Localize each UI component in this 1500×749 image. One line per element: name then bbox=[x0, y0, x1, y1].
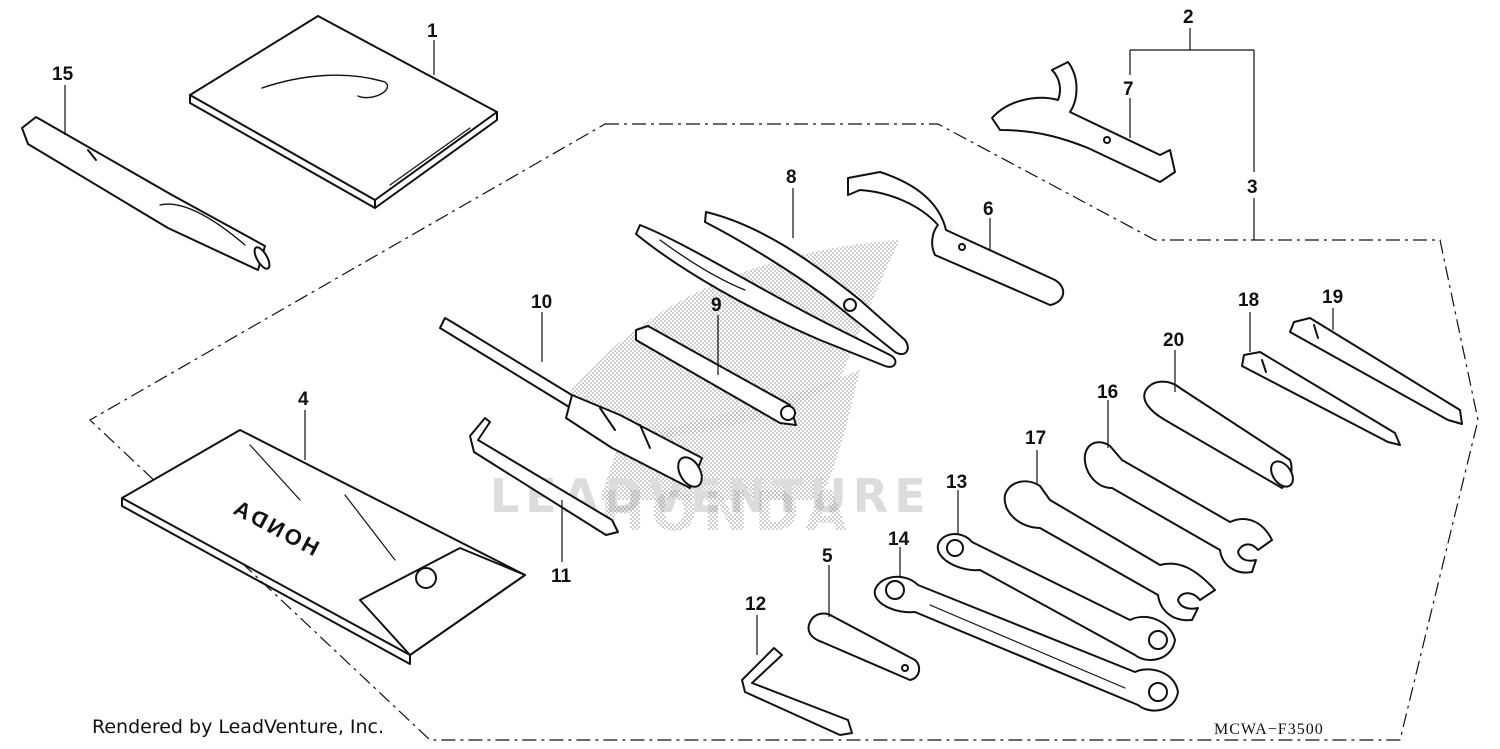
callout-5: 5 bbox=[822, 546, 833, 567]
callout-10: 10 bbox=[531, 292, 552, 313]
callout-9: 9 bbox=[711, 295, 722, 316]
callout-20: 20 bbox=[1163, 330, 1184, 351]
callout-15: 15 bbox=[52, 64, 74, 85]
part-16-open-wrench[interactable] bbox=[1083, 441, 1273, 574]
callout-16: 16 bbox=[1097, 382, 1118, 403]
part-18-screwdriver-bit[interactable] bbox=[1241, 351, 1401, 446]
part-5-feeler-gauge[interactable] bbox=[807, 612, 921, 681]
part-4-tool-pouch[interactable]: HONDA bbox=[121, 429, 526, 665]
part-12-hex-key[interactable] bbox=[741, 647, 853, 736]
part-11-hex-key[interactable] bbox=[469, 417, 619, 536]
leader-2-bracket bbox=[1129, 28, 1255, 172]
callout-19: 19 bbox=[1322, 287, 1343, 308]
part-1-manual-bag[interactable] bbox=[189, 15, 498, 209]
callout-2: 2 bbox=[1183, 7, 1194, 28]
diagram-code: MCWA−F3500 bbox=[1214, 721, 1324, 738]
part-10-plug-wrench[interactable] bbox=[439, 317, 707, 491]
part-17-open-wrench[interactable] bbox=[1003, 480, 1216, 622]
part-15-handle-bar[interactable] bbox=[21, 116, 272, 271]
part-6-hook-spanner[interactable] bbox=[847, 171, 1065, 306]
callout-3: 3 bbox=[1247, 177, 1258, 198]
callout-13: 13 bbox=[946, 472, 967, 493]
part-13-ring-wrench[interactable] bbox=[936, 533, 1176, 661]
callout-14: 14 bbox=[888, 529, 910, 550]
callout-18: 18 bbox=[1238, 290, 1259, 311]
callout-17: 17 bbox=[1025, 428, 1046, 449]
callout-12: 12 bbox=[745, 594, 766, 615]
part-14-ring-wrench[interactable] bbox=[873, 575, 1179, 712]
watermark-brand: HONDA bbox=[600, 480, 853, 543]
callout-4: 4 bbox=[298, 389, 309, 410]
part-7-pin-spanner[interactable] bbox=[991, 61, 1176, 183]
callout-7: 7 bbox=[1123, 79, 1134, 100]
part-19-screwdriver-bit[interactable] bbox=[1289, 317, 1463, 425]
part-20-screwdriver-handle[interactable] bbox=[1143, 380, 1297, 491]
part-9-extension[interactable] bbox=[635, 325, 797, 426]
footer-credit: Rendered by LeadVenture, Inc. bbox=[92, 716, 385, 738]
callout-1: 1 bbox=[427, 21, 438, 42]
callout-11: 11 bbox=[551, 566, 572, 587]
part-8-pliers[interactable] bbox=[635, 211, 909, 368]
callout-6: 6 bbox=[983, 199, 994, 220]
callout-8: 8 bbox=[786, 167, 797, 188]
